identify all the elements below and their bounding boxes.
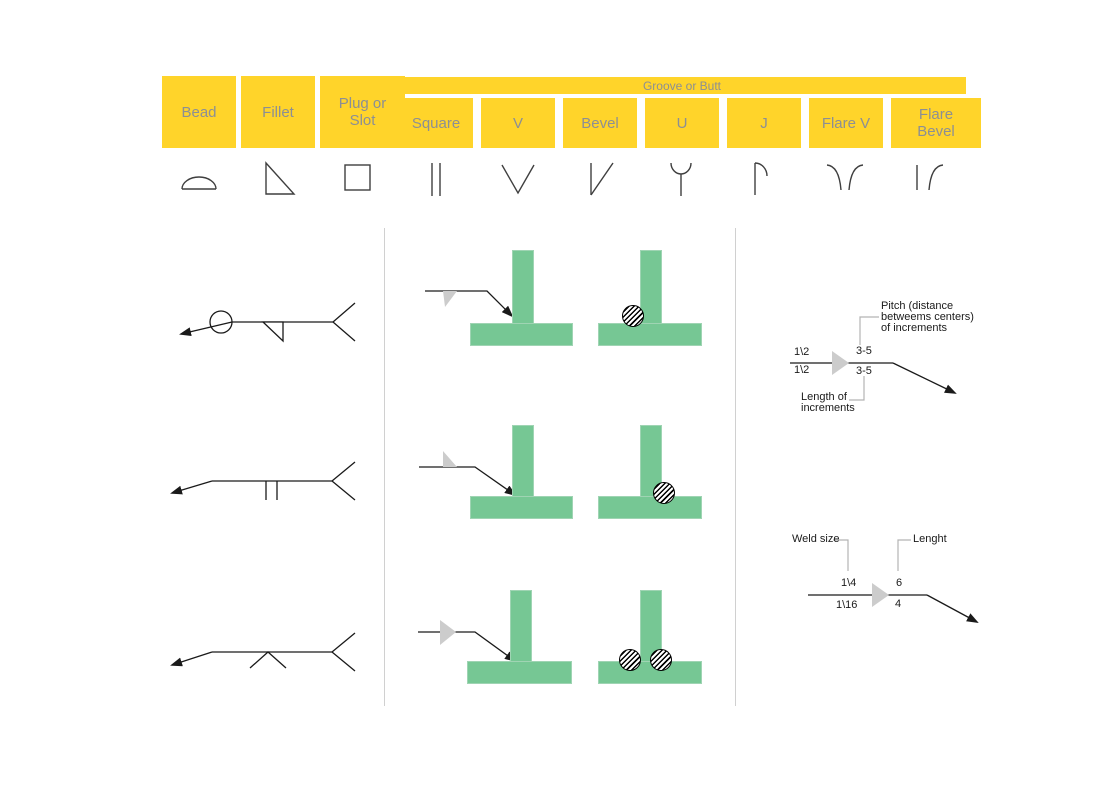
tail-fork [330,632,356,672]
arrow-line [926,594,979,623]
pitch-label: Pitch (distance betweems centers) of inc… [881,301,974,334]
j-cell: J [727,98,801,148]
panel-divider-right [735,228,736,706]
v-cell: V [481,98,555,148]
size-value-below: 1\2 [794,364,810,376]
gray-arrow-flag [872,583,889,607]
gray-fillet-flag-below [443,291,457,307]
weld-size-value-below: 1\16 [836,599,858,611]
bead-symbol-icon [175,156,223,204]
v-groove-symbol-icon [494,156,542,204]
bevel-cell-label: Bevel [581,114,619,132]
pitch-label-line1: Pitch (distance [881,300,954,312]
leader-line [419,466,517,497]
weld-size-leader-line [833,539,849,571]
pitch-label-line3: of increments [881,322,948,334]
length-label-line1: Length of [801,391,847,403]
tee-joint-base [598,496,702,519]
weld-all-around-circle [209,310,233,334]
length-of-increments-label: Length of increments [801,392,855,414]
gray-fillet-flag-both [440,620,456,645]
tee-joint-base [467,661,572,684]
callout-arrow-line [179,321,233,337]
j-groove-symbol-icon [739,156,787,204]
fillet-symbol-icon [254,156,302,204]
tee-joint-stem [510,590,532,662]
u-cell: U [645,98,719,148]
square-cell: Square [399,98,473,148]
flare-v-cell-label: Flare V [821,114,871,132]
pitch-value-below: 3-5 [856,365,872,377]
tail-fork [330,461,356,501]
length-leader-line [897,539,911,571]
tee-joint-base [470,323,573,346]
arrow-leader-other-side [425,290,514,318]
gray-arrow-flag [832,351,849,375]
arrow-leader-both-sides [418,620,517,663]
tee-joint-stem [512,250,534,325]
tee-joint-stem [512,425,534,497]
gray-fillet-flag-above [443,451,457,467]
bead-cell-label: Bead [181,103,217,121]
flare-bevel-cell: Flare Bevel [891,98,981,148]
v-groove-mark [249,651,287,669]
u-cell-label: U [676,114,688,132]
fillet-cell-label: Fillet [262,103,294,121]
flare-v-symbol-icon [821,156,869,204]
lenght-label: Lenght [913,533,947,545]
weld-spot-right-side [653,482,675,504]
length-leader-line [849,376,865,401]
flare-bevel-symbol-icon [903,156,951,204]
length-value-below: 4 [895,598,902,610]
arrow-leader-arrow-side [419,451,517,497]
arrow-line [892,362,957,394]
groove-or-butt-banner: Groove or Butt [398,77,966,94]
u-groove-symbol-icon [657,156,705,204]
weld-callout-v-groove [170,632,356,672]
j-cell-label: J [760,114,768,132]
weld-spot-left-side [619,649,641,671]
size-value-above: 1\2 [794,346,810,358]
length-label-line2: increments [801,402,855,414]
weld-spot-right-side [650,649,672,671]
plug-or-slot-cell: Plug or Slot [320,76,405,148]
pitch-annotation-lines [790,316,957,401]
plug-or-slot-symbol-icon [333,156,381,204]
flare-bevel-cell-label: Flare Bevel [917,106,955,140]
fillet-cell: Fillet [241,76,315,148]
pitch-leader-line [859,316,879,345]
callout-arrow-line [170,480,213,495]
weld-callout-fillet-all-around [179,302,356,343]
weld-spot-left-side [622,305,644,327]
square-groove-symbol-icon [412,156,460,204]
plug-or-slot-cell-label: Plug or Slot [338,95,387,129]
size-annotation-lines [808,539,979,623]
tee-joint-base [470,496,573,519]
groove-or-butt-label: Groove or Butt [642,78,722,93]
fillet-weld-symbol [261,321,284,343]
length-value-above: 6 [896,577,903,589]
v-cell-label: V [512,114,523,132]
tee-joint-base [598,323,702,346]
weld-size-value-above: 1\4 [841,577,857,589]
square-cell-label: Square [411,114,461,132]
weld-size-label: Weld size [792,533,840,545]
leader-line [418,631,517,663]
flare-v-cell: Flare V [809,98,883,148]
panel-divider-left [384,228,385,706]
leader-line [425,290,514,318]
tail-fork [332,302,356,342]
pitch-label-line2: betweems centers) [881,311,974,323]
callout-arrow-line [170,651,213,667]
weld-callout-square-groove [170,461,356,501]
bevel-cell: Bevel [563,98,637,148]
bevel-groove-symbol-icon [576,156,624,204]
pitch-value-above: 3-5 [856,345,872,357]
bead-cell: Bead [162,76,236,148]
